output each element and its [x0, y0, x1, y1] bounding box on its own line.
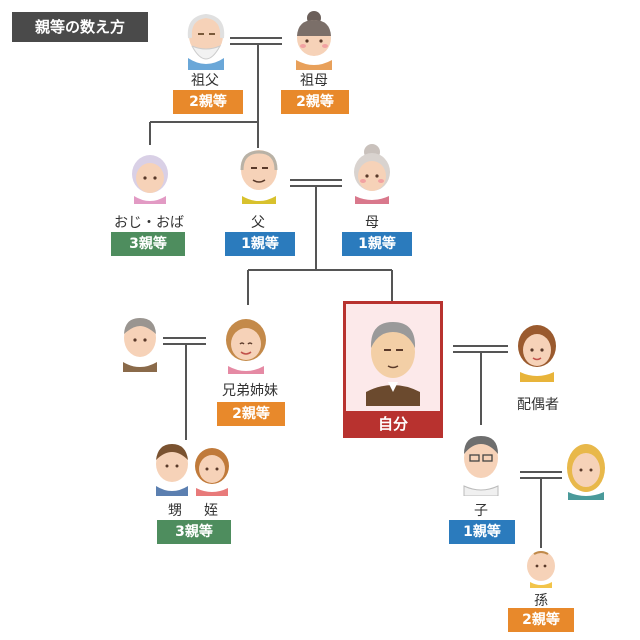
uncle-aunt-label: おじ・おば [114, 215, 184, 231]
niece-avatar [195, 448, 229, 496]
spouse-label: 配偶者 [517, 397, 559, 413]
grandfather-avatar [187, 13, 225, 70]
grandchild-degree-badge: 2親等 [508, 608, 574, 632]
siblings-degree-badge: 2親等 [217, 402, 285, 426]
uncle-aunt-degree-badge: 3親等 [111, 232, 185, 256]
father-avatar [240, 150, 278, 204]
father-label: 父 [251, 215, 265, 231]
mother-degree-badge: 1親等 [342, 232, 412, 256]
niece-label: 姪 [204, 503, 218, 519]
self-label: 自分 [343, 411, 443, 438]
mother-label: 母 [365, 215, 379, 231]
father-degree-badge: 1親等 [225, 232, 295, 256]
child-degree-badge: 1親等 [449, 520, 515, 544]
nephew-niece-degree-badge: 3親等 [157, 520, 231, 544]
grandchild-avatar [527, 551, 555, 588]
child-spouse-avatar [567, 444, 605, 500]
grandfather-degree-badge: 2親等 [173, 90, 243, 114]
mother-avatar [354, 144, 390, 204]
siblings-label: 兄弟姉妹 [222, 383, 278, 399]
uncle-aunt-avatar [132, 155, 168, 204]
grandchild-label: 孫 [534, 593, 548, 609]
child-avatar [463, 436, 499, 496]
nephew-label: 甥 [168, 503, 182, 519]
diagram-title: 親等の数え方 [12, 12, 148, 42]
sibling-spouse-avatar [123, 318, 157, 372]
grandmother-avatar [296, 11, 332, 70]
grandfather-label: 祖父 [191, 73, 219, 89]
grandmother-degree-badge: 2親等 [281, 90, 349, 114]
child-label: 子 [474, 503, 488, 519]
grandmother-label: 祖母 [300, 73, 328, 89]
spouse-avatar [518, 325, 556, 382]
self-avatar [366, 322, 420, 406]
siblings-avatar [226, 319, 266, 374]
nephew-avatar [156, 444, 188, 496]
